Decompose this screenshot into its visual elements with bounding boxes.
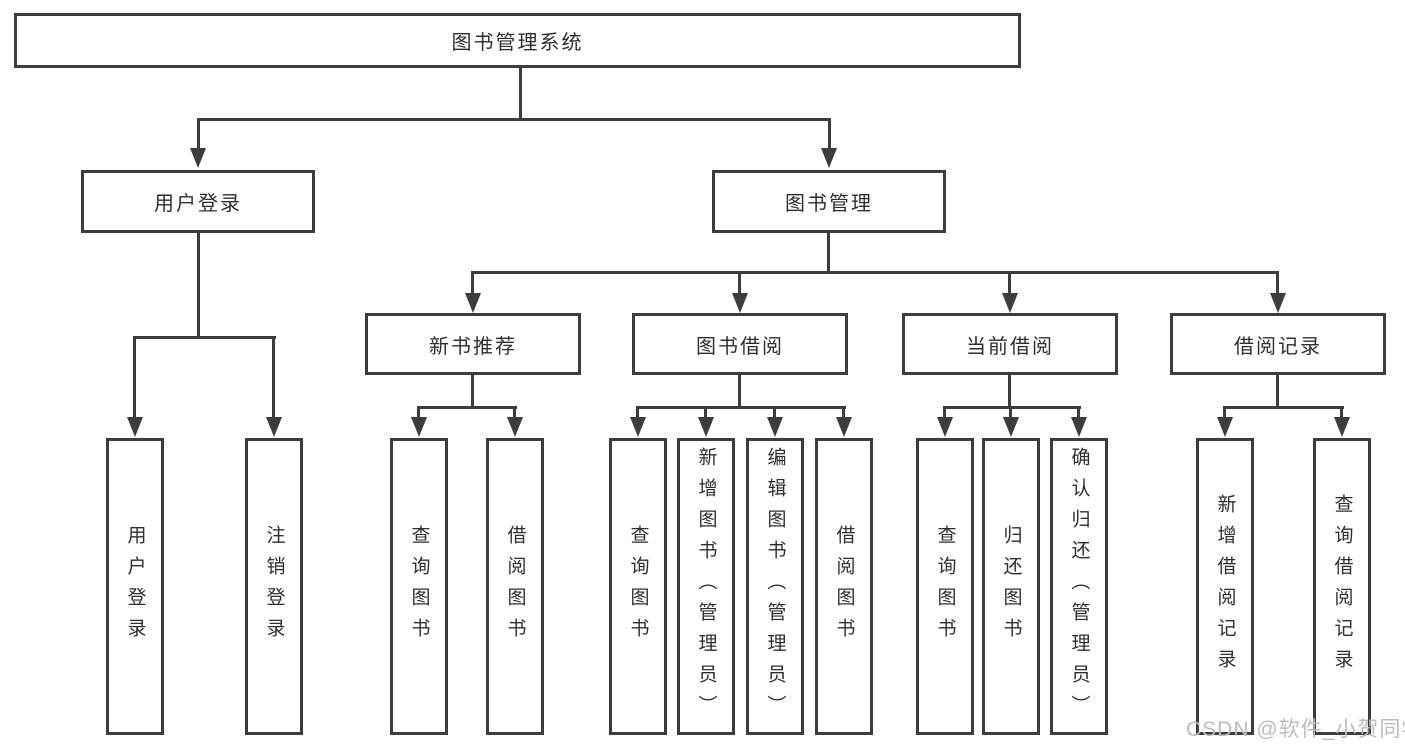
connector-records-trunk — [1276, 375, 1279, 406]
arrow-down — [1217, 417, 1233, 437]
leaf-newbooks-borrow-books: 借阅图书 — [486, 438, 544, 735]
connector-drop — [417, 406, 420, 417]
leaf-borrow-borrow-books: 借阅图书 — [815, 438, 873, 735]
connector-drop — [1077, 406, 1080, 417]
node-label: 用户登录 — [154, 193, 242, 215]
leaf-user-login: 用户登录 — [106, 438, 164, 735]
node-label: 图书管理系统 — [451, 32, 584, 54]
arrow-down — [937, 417, 953, 437]
connector-current-rail — [943, 406, 1081, 409]
connector-drop — [943, 406, 946, 417]
leaf-borrow-query-books: 查询图书 — [609, 438, 667, 735]
leaf-label: 新增图书（管理员） — [695, 447, 717, 726]
leaf-label: 借阅图书 — [504, 524, 526, 649]
connector-drop-new-book — [471, 271, 474, 293]
watermark-csdn: CSDN @软件_小贺同学 — [1186, 718, 1405, 741]
connector-level2-rail — [197, 118, 831, 121]
connector-user-login-trunk — [197, 233, 200, 336]
arrow-down — [1003, 417, 1019, 437]
leaf-label: 注销登录 — [263, 524, 285, 649]
leaf-newbooks-query-books: 查询图书 — [390, 438, 448, 735]
arrow-down — [767, 417, 783, 437]
connector-drop-leaf-logout — [272, 336, 275, 417]
leaf-logout-login: 注销登录 — [245, 438, 303, 735]
leaf-label: 用户登录 — [124, 524, 146, 649]
node-new-book-recommendation: 新书推荐 — [365, 313, 581, 375]
arrow-down — [1071, 417, 1087, 437]
leaf-current-confirm-return-admin: 确认归还（管理员） — [1050, 438, 1108, 735]
connector-drop — [1223, 406, 1226, 417]
node-label: 图书管理 — [785, 193, 873, 215]
arrow-down — [266, 417, 282, 437]
leaf-label: 归还图书 — [1000, 524, 1022, 649]
arrow-down — [1002, 293, 1018, 313]
leaf-label: 查询借阅记录 — [1331, 493, 1353, 680]
leaf-records-query-borrow-record: 查询借阅记录 — [1313, 438, 1371, 735]
connector-user-login-rail — [134, 336, 276, 339]
node-label: 当前借阅 — [966, 335, 1054, 358]
connector-drop-book-borrow — [738, 271, 741, 293]
node-label: 新书推荐 — [429, 335, 517, 358]
connector-drop — [773, 406, 776, 417]
leaf-label: 编辑图书（管理员） — [764, 447, 786, 726]
arrow-down — [127, 417, 143, 437]
connector-borrow-trunk — [738, 375, 741, 406]
connector-drop — [1340, 406, 1343, 417]
connector-drop — [636, 406, 639, 417]
leaf-label: 新增借阅记录 — [1214, 493, 1236, 680]
connector-drop — [513, 406, 516, 417]
leaf-current-return-books: 归还图书 — [982, 438, 1040, 735]
connector-root-trunk — [519, 68, 522, 118]
connector-borrow-rail — [636, 406, 846, 409]
connector-drop-book-management — [828, 118, 831, 148]
leaf-label: 借阅图书 — [833, 524, 855, 649]
node-library-management-system: 图书管理系统 — [14, 13, 1021, 68]
connector-current-trunk — [1008, 375, 1011, 406]
arrow-down — [1334, 417, 1350, 437]
arrow-down — [1270, 293, 1286, 313]
connector-newbook-trunk — [471, 375, 474, 406]
arrow-down — [698, 417, 714, 437]
node-borrowing-records: 借阅记录 — [1170, 313, 1386, 375]
leaf-current-query-books: 查询图书 — [916, 438, 974, 735]
arrow-down — [465, 293, 481, 313]
leaf-label: 确认归还（管理员） — [1068, 447, 1090, 726]
connector-drop — [1009, 406, 1012, 417]
arrow-down — [507, 417, 523, 437]
leaf-borrow-edit-books-admin: 编辑图书（管理员） — [746, 438, 804, 735]
leaf-records-add-borrow-record: 新增借阅记录 — [1196, 438, 1254, 735]
leaf-label: 查询图书 — [934, 524, 956, 649]
leaf-label: 查询图书 — [408, 524, 430, 649]
node-book-borrowing: 图书借阅 — [632, 313, 848, 375]
arrow-down — [630, 417, 646, 437]
node-current-borrowing: 当前借阅 — [902, 313, 1118, 375]
arrow-down — [411, 417, 427, 437]
connector-records-rail — [1223, 406, 1344, 409]
connector-drop-current-borrow — [1008, 271, 1011, 293]
connector-drop — [704, 406, 707, 417]
connector-drop-leaf-user-login — [133, 336, 136, 417]
connector-drop — [842, 406, 845, 417]
connector-book-management-trunk — [827, 233, 830, 271]
connector-newbook-rail — [417, 406, 517, 409]
arrow-down — [732, 293, 748, 313]
connector-drop-borrow-records — [1276, 271, 1279, 293]
connector-level3-rail — [472, 271, 1279, 274]
arrow-down — [190, 148, 206, 168]
arrow-down — [836, 417, 852, 437]
leaf-borrow-add-books-admin: 新增图书（管理员） — [677, 438, 735, 735]
node-label: 借阅记录 — [1234, 335, 1322, 358]
node-book-management: 图书管理 — [712, 170, 946, 233]
connector-drop-user-login — [197, 118, 200, 148]
node-label: 图书借阅 — [696, 335, 784, 358]
node-user-login: 用户登录 — [81, 170, 315, 233]
leaf-label: 查询图书 — [627, 524, 649, 649]
arrow-down — [821, 148, 837, 168]
